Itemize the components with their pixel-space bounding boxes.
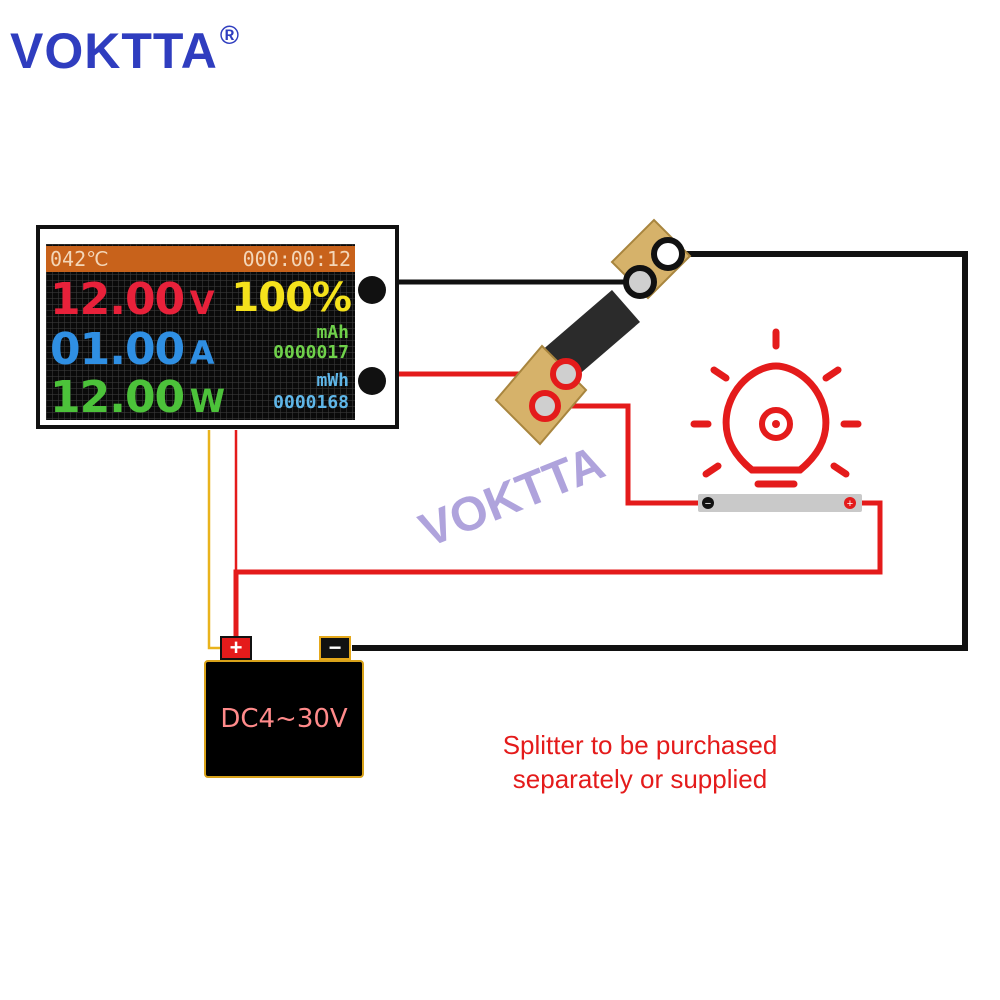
battery: DC4~30V xyxy=(204,660,364,778)
power-reading: 12.00 W xyxy=(50,376,225,420)
red-wire-shunt-to-load xyxy=(545,403,700,506)
voltage-unit: V xyxy=(189,284,215,322)
capacity-unit: mAh xyxy=(316,322,349,343)
energy-value: 0000168 xyxy=(273,392,349,413)
power-value: 12.00 xyxy=(50,372,185,420)
battery-positive-terminal: + xyxy=(220,636,252,660)
note-line-1: Splitter to be purchased xyxy=(502,730,778,760)
shunt-resistor xyxy=(494,218,692,446)
voltage-reading: 12.00 V xyxy=(50,278,215,322)
current-value: 01.00 xyxy=(50,324,185,375)
timer-readout: 000:00:12 xyxy=(242,247,351,271)
note-line-2: separately or supplied xyxy=(512,764,768,794)
status-bar: 042℃ 000:00:12 xyxy=(46,246,355,272)
meter-display-module: 042℃ 000:00:12 12.00 V 01.00 A 12.00 W 1… xyxy=(36,225,399,429)
battery-voltage-label: DC4~30V xyxy=(220,704,348,734)
meter-terminal-bottom xyxy=(358,367,386,395)
current-reading: 01.00 A xyxy=(50,328,215,372)
power-unit: W xyxy=(189,382,226,420)
lightbulb-icon xyxy=(690,328,862,488)
meter-terminal-top xyxy=(358,276,386,304)
brand-name: VOKTTA xyxy=(10,23,218,79)
current-unit: A xyxy=(189,334,215,372)
brand-logo: VOKTTA® xyxy=(10,20,241,80)
energy-unit: mWh xyxy=(316,370,349,391)
load-plus-label: + xyxy=(847,498,853,510)
battery-negative-terminal: − xyxy=(319,636,351,660)
load-minus-label: − xyxy=(705,498,711,510)
splitter-note: Splitter to be purchased separately or s… xyxy=(440,728,840,796)
yellow-sense-wire xyxy=(207,430,220,650)
red-wire-load-to-battery xyxy=(233,500,883,640)
meter-screen: 042℃ 000:00:12 12.00 V 01.00 A 12.00 W 1… xyxy=(46,244,355,420)
temperature-readout: 042℃ xyxy=(50,247,109,271)
load-bar: − + xyxy=(698,494,862,512)
black-wire-shunt-to-battery xyxy=(352,251,968,651)
registered-mark: ® xyxy=(219,20,241,51)
capacity-value: 0000017 xyxy=(273,342,349,363)
capacity-percent: 100% xyxy=(231,275,352,321)
voltage-value: 12.00 xyxy=(50,274,185,325)
